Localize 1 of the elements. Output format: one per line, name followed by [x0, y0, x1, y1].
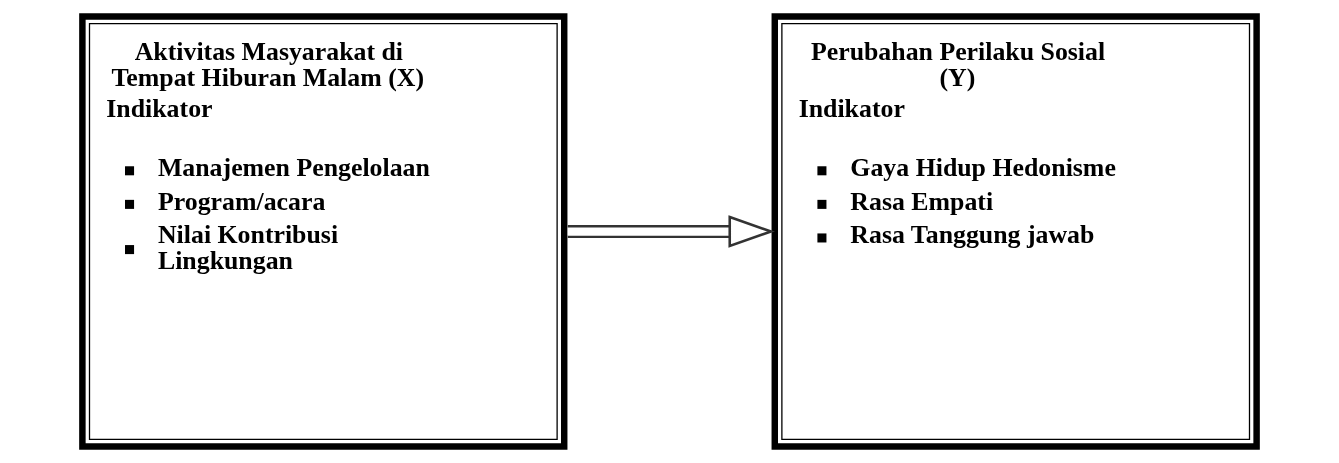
arrow [567, 215, 775, 248]
